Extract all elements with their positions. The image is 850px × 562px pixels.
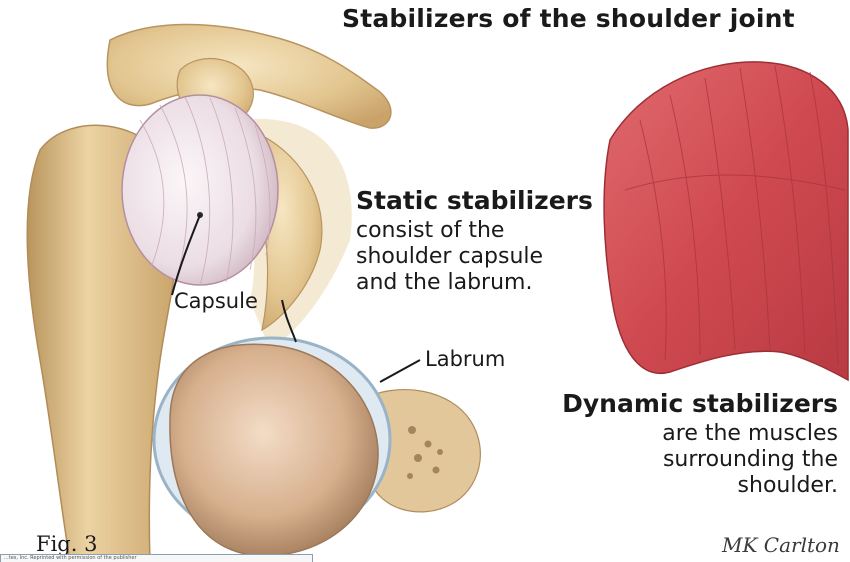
static-stabilizers-heading: Static stabilizers (356, 186, 593, 215)
static-description-line: consist of the (356, 218, 504, 244)
figure-title: Stabilizers of the shoulder joint (342, 4, 795, 33)
static-description-line: and the labrum. (356, 270, 532, 296)
signature-text: MK Carlton (721, 533, 840, 557)
dynamic-stabilizers-heading: Dynamic stabilizers (562, 389, 838, 418)
dynamic-description-line: shoulder. (738, 473, 838, 499)
capsule-label: Capsule (174, 289, 258, 313)
deltoid-muscle (604, 62, 848, 380)
labrum-label: Labrum (425, 347, 505, 371)
dynamic-description-line: are the muscles (662, 421, 838, 447)
credit-strip: ...tes, Inc. Reprinted with permission o… (0, 554, 313, 562)
clavicle-bone (107, 24, 391, 128)
static-description-line: shoulder capsule (356, 244, 543, 270)
credit-text: ...tes, Inc. Reprinted with permission o… (4, 555, 137, 562)
dynamic-description-line: surrounding the (663, 447, 838, 473)
figure-number-label: Fig. 3 (36, 532, 97, 556)
labrum-callout-line (380, 360, 420, 382)
